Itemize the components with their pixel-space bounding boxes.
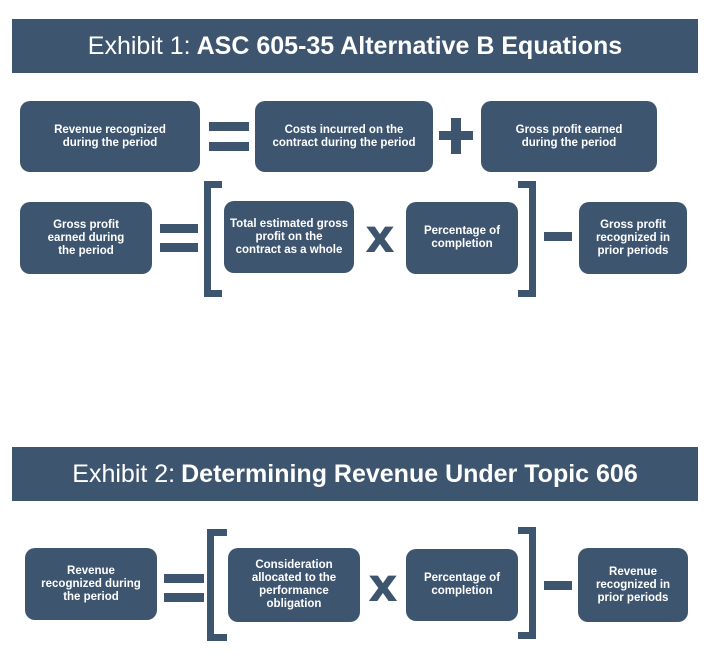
right-bracket [518,181,536,297]
gross-profit-prior-periods-box: Gross profit recognized in prior periods [579,202,687,274]
exhibit-2-title: Determining Revenue Under Topic 606 [181,459,638,488]
right-bracket [518,527,536,639]
exhibit-1-banner: Exhibit 1: ASC 605-35 Alternative B Equa… [12,19,698,73]
revenue-recognized-box: Revenue recognized during the period [20,101,200,172]
costs-incurred-box: Costs incurred on the contract during th… [255,101,433,172]
equals-sign [164,574,204,604]
exhibit-2-label: Exhibit 2: [72,459,176,488]
equals-sign [160,224,198,254]
revenue-prior-periods-box: Revenue recognized in prior periods [578,548,688,622]
exhibit-1-title: ASC 605-35 Alternative B Equations [196,31,623,60]
percentage-completion-box: Percentage of completion [406,549,518,621]
gross-profit-earned-box-2: Gross profit earned during the period [20,202,152,274]
equals-sign [209,122,249,154]
minus-sign [544,581,572,590]
left-bracket [207,529,227,641]
left-bracket [204,181,222,297]
minus-sign [544,232,572,241]
plus-sign [439,118,473,154]
revenue-recognized-box: Revenue recognized during the period [25,548,157,620]
consideration-allocated-box: Consideration allocated to the performan… [228,548,360,622]
percentage-completion-box: Percentage of completion [406,202,518,274]
exhibit-1-label: Exhibit 1: [87,31,191,60]
times-sign: x [368,558,398,612]
total-estimated-gross-profit-box: Total estimated gross profit on the cont… [224,201,354,273]
exhibit-2-banner: Exhibit 2: Determining Revenue Under Top… [12,447,698,501]
times-sign: x [365,209,395,263]
gross-profit-earned-box: Gross profit earned during the period [481,101,657,172]
